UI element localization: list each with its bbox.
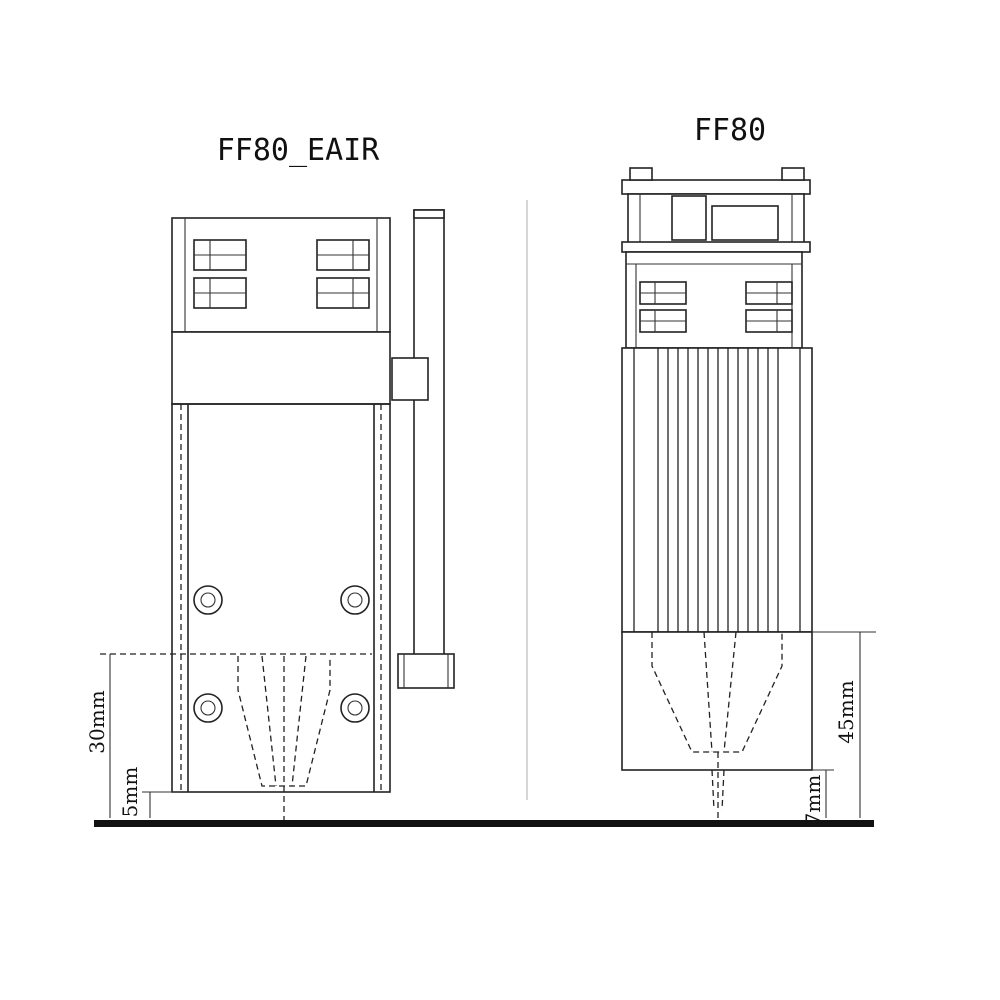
left-lower-body (171, 403, 391, 793)
right-gap-dimension-label: 7mm (801, 775, 825, 826)
left-module-title: FF80_EAIR (217, 133, 380, 168)
left-upper-block (171, 217, 391, 333)
left-module: 30mm 5mm (85, 209, 455, 820)
right-heatsink (621, 347, 813, 633)
left-vent-windows (193, 239, 370, 309)
right-nozzle-hidden (651, 631, 783, 822)
right-top-cap (621, 179, 811, 195)
work-surface (94, 820, 874, 827)
right-vent-windows (639, 281, 793, 333)
left-focus-dimension-label: 30mm (85, 690, 109, 753)
right-lower-housing (621, 631, 813, 771)
left-gap-dimension-label: 5mm (118, 767, 142, 818)
left-air-pipe (391, 209, 455, 689)
left-screws (193, 585, 370, 723)
right-module-title: FF80 (694, 113, 766, 148)
right-module: 45mm 7mm (621, 167, 876, 826)
right-heatsink-fins (633, 348, 801, 632)
right-focus-dimension-label: 45mm (834, 680, 858, 743)
left-dimensions (100, 653, 372, 818)
left-nozzle-hidden (237, 655, 331, 820)
left-middle-band (171, 331, 391, 405)
right-upper-body (625, 251, 803, 349)
right-dimensions (812, 631, 876, 818)
